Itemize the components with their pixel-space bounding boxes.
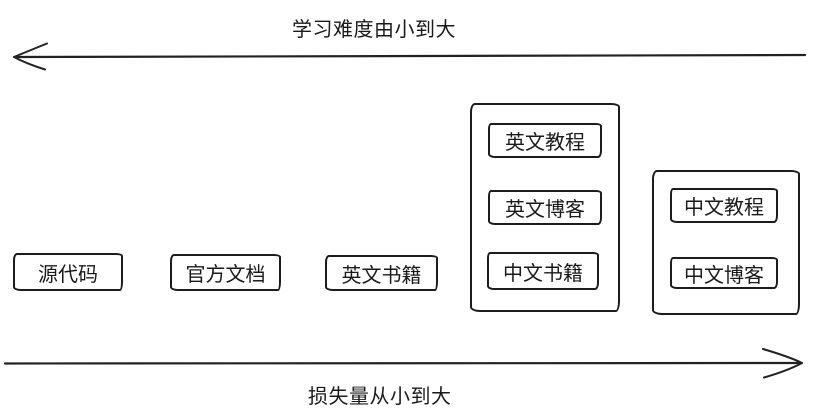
group-box-1: 英文教程 英文博客 中文书籍 — [470, 103, 620, 312]
bottom-axis-label: 损失量从小到大 — [308, 386, 452, 408]
box-chinese-blogs: 中文博客 — [670, 257, 778, 289]
box-english-tutorials: 英文教程 — [488, 123, 602, 158]
top-axis-label: 学习难度由小到大 — [292, 19, 456, 41]
box-chinese-books-label: 中文书籍 — [503, 262, 583, 285]
box-english-books: 英文书籍 — [325, 255, 438, 291]
group-box-2: 中文教程 中文博客 — [652, 170, 800, 315]
left-arrow — [13, 42, 807, 71]
right-arrow — [3, 348, 803, 379]
box-chinese-blogs-label: 中文博客 — [684, 264, 764, 287]
box-source-code: 源代码 — [13, 253, 123, 291]
box-chinese-books: 中文书籍 — [487, 252, 599, 290]
box-source-code-label: 源代码 — [38, 263, 98, 286]
box-official-docs-label: 官方文档 — [185, 264, 266, 286]
box-english-books-label: 英文书籍 — [341, 264, 422, 287]
box-chinese-tutorials-label: 中文教程 — [684, 197, 764, 219]
box-chinese-tutorials: 中文教程 — [670, 188, 778, 223]
box-english-tutorials-label: 英文教程 — [505, 132, 585, 154]
box-english-blogs: 英文博客 — [488, 190, 602, 225]
box-official-docs: 官方文档 — [170, 254, 281, 291]
box-english-blogs-label: 英文博客 — [505, 199, 585, 221]
